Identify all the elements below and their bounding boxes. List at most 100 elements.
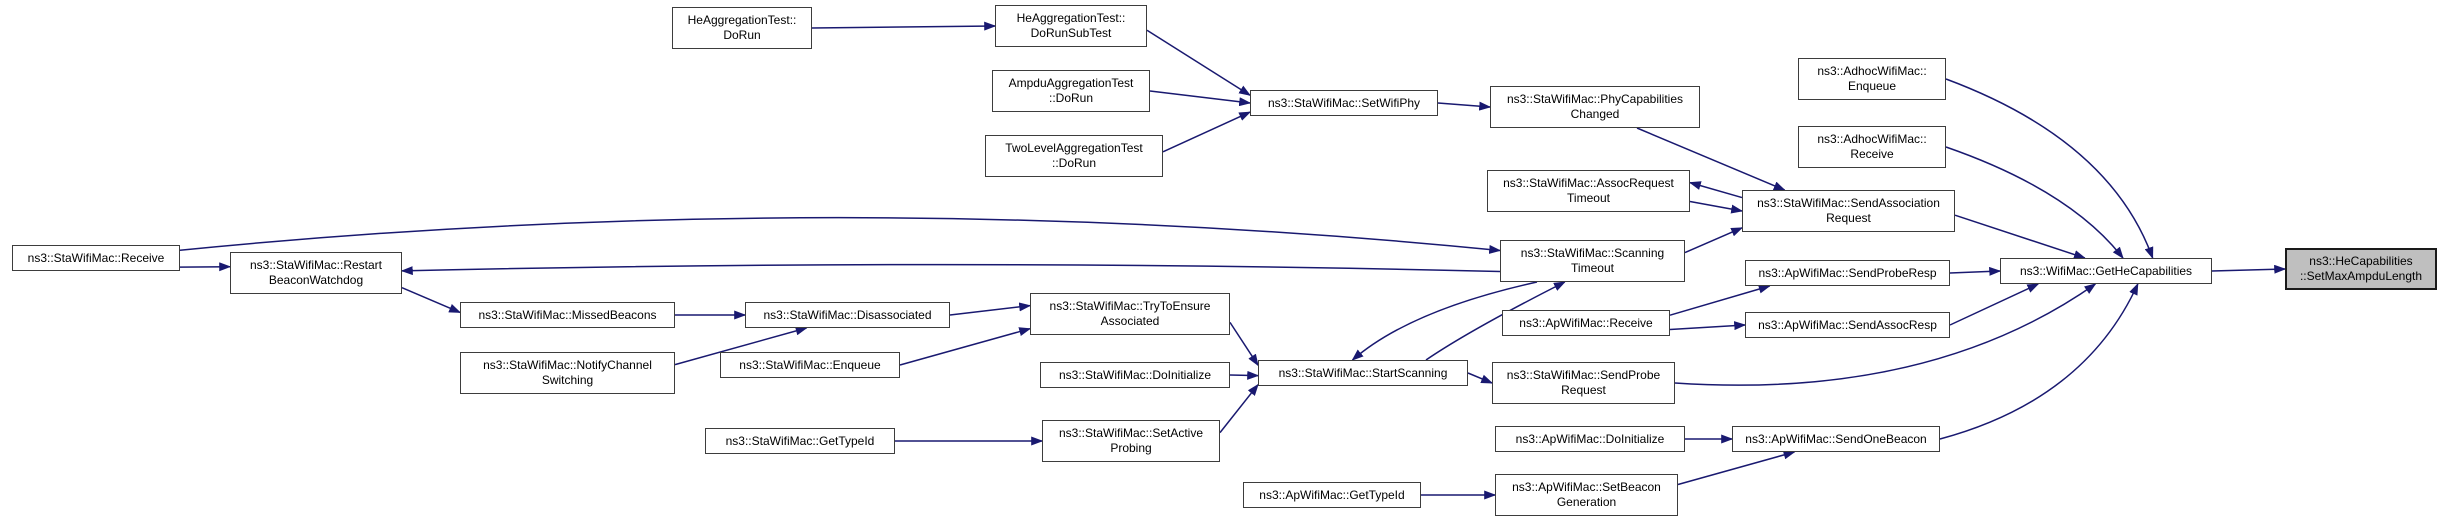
node-label-line: Receive bbox=[1850, 147, 1894, 161]
edge-startscanning--sendprobereq bbox=[1467, 372, 1494, 384]
node-label-line: ns3::StaWifiMac::StartScanning bbox=[1278, 365, 1448, 380]
edge-sendonebeacon--gethecaps bbox=[1939, 282, 2139, 440]
edge-sta-receive--scantimeout bbox=[179, 216, 1502, 254]
node-label-line: ns3::StaWifiMac::SetActive bbox=[1058, 426, 1204, 440]
node-label-line: Timeout bbox=[1571, 261, 1614, 275]
node-label-line: ns3::ApWifiMac::SetBeacon bbox=[1512, 480, 1661, 494]
node-sta-doinit[interactable]: ns3::StaWifiMac::DoInitialize bbox=[1040, 362, 1230, 388]
node-startscanning[interactable]: ns3::StaWifiMac::StartScanning bbox=[1258, 360, 1468, 386]
node-label-line: ns3::StaWifiMac::AssocRequest bbox=[1503, 176, 1674, 190]
node-adhoc-receive[interactable]: ns3::AdhocWifiMac::Receive bbox=[1798, 126, 1946, 168]
node-label-line: ns3::ApWifiMac::SendOneBeacon bbox=[1745, 431, 1927, 446]
node-label-line: ns3::AdhocWifiMac:: bbox=[1817, 132, 1927, 146]
node-sendproberesp[interactable]: ns3::ApWifiMac::SendProbeResp bbox=[1745, 260, 1950, 286]
node-label-line: Switching bbox=[541, 373, 594, 387]
node-label-line: ns3::StaWifiMac::PhyCapabilities bbox=[1506, 92, 1684, 106]
edge-adhoc-enqueue--gethecaps bbox=[1945, 78, 2154, 260]
edge-he-dorunsubtest--setwifiphy bbox=[1146, 29, 1252, 96]
edge-trytoensure--startscanning bbox=[1229, 321, 1259, 367]
node-missed[interactable]: ns3::StaWifiMac::MissedBeacons bbox=[460, 302, 675, 328]
node-label-line: HeAggregationTest:: bbox=[687, 13, 797, 27]
edge-sendassocreq--gethecaps bbox=[1954, 214, 2086, 259]
node-label-line: ::DoRun bbox=[1048, 91, 1094, 105]
node-label-line: ::DoRun bbox=[1051, 156, 1097, 170]
node-label-line: ns3::StaWifiMac::NotifyChannel bbox=[483, 358, 652, 372]
node-label-line: ns3::StaWifiMac::GetTypeId bbox=[725, 433, 875, 448]
edge-scantimeout--restart bbox=[400, 263, 1501, 276]
node-ap-receive[interactable]: ns3::ApWifiMac::Receive bbox=[1502, 310, 1670, 336]
node-label-line: ns3::ApWifiMac::Receive bbox=[1519, 315, 1653, 330]
edge-startscanning--scantimeout bbox=[1425, 281, 1566, 361]
node-setmaxampdu: ns3::HeCapabilities::SetMaxAmpduLength bbox=[2285, 248, 2437, 290]
node-adhoc-enqueue[interactable]: ns3::AdhocWifiMac::Enqueue bbox=[1798, 58, 1946, 100]
node-disassoc[interactable]: ns3::StaWifiMac::Disassociated bbox=[745, 302, 950, 328]
node-he-dorunsubtest[interactable]: HeAggregationTest::DoRunSubTest bbox=[995, 5, 1147, 47]
edge-ampdu-dorun--setwifiphy bbox=[1149, 90, 1252, 107]
node-gethecaps[interactable]: ns3::WifiMac::GetHeCapabilities bbox=[2000, 258, 2212, 284]
node-label-line: ns3::ApWifiMac::GetTypeId bbox=[1259, 487, 1405, 502]
node-setwifiphy[interactable]: ns3::StaWifiMac::SetWifiPhy bbox=[1250, 90, 1438, 116]
edge-ap-receive--sendproberesp bbox=[1669, 284, 1771, 316]
node-label-line: BeaconWatchdog bbox=[268, 273, 364, 287]
node-label-line: Request bbox=[1826, 211, 1871, 225]
node-label-line: ns3::StaWifiMac::DoInitialize bbox=[1058, 367, 1212, 382]
node-label-line: DoRunSubTest bbox=[1030, 26, 1112, 40]
node-label-line: TwoLevelAggregationTest bbox=[1005, 141, 1143, 155]
node-twolevel-dorun[interactable]: TwoLevelAggregationTest::DoRun bbox=[985, 135, 1163, 177]
node-label-line: ns3::StaWifiMac::SendAssociation bbox=[1757, 196, 1940, 210]
node-label-line: ns3::StaWifiMac::SendProbe bbox=[1506, 368, 1661, 382]
node-label-line: Request bbox=[1561, 383, 1606, 397]
node-label-line: ns3::StaWifiMac::Enqueue bbox=[739, 357, 881, 372]
node-label-line: Probing bbox=[1110, 441, 1152, 455]
node-label-line: Associated bbox=[1100, 314, 1160, 328]
node-label-line: ns3::StaWifiMac::Receive bbox=[27, 250, 165, 265]
node-label-line: ns3::StaWifiMac::Disassociated bbox=[763, 307, 932, 322]
node-label-line: ns3::HeCapabilities bbox=[2309, 254, 2413, 268]
edge-setactive--startscanning bbox=[1219, 383, 1259, 434]
node-label-line: HeAggregationTest:: bbox=[1016, 11, 1126, 25]
node-sendonebeacon[interactable]: ns3::ApWifiMac::SendOneBeacon bbox=[1732, 426, 1940, 452]
edge-restart--missed bbox=[401, 287, 462, 314]
edge-sta-doinit--startscanning bbox=[1229, 370, 1260, 380]
node-label-line: ns3::WifiMac::GetHeCapabilities bbox=[2019, 263, 2193, 278]
node-ap-gettypeid[interactable]: ns3::ApWifiMac::GetTypeId bbox=[1243, 482, 1421, 508]
node-sta-gettypeid[interactable]: ns3::StaWifiMac::GetTypeId bbox=[705, 428, 895, 454]
node-sendassocresp[interactable]: ns3::ApWifiMac::SendAssocResp bbox=[1745, 312, 1950, 338]
edge-sta-enqueue--trytoensure bbox=[899, 327, 1032, 366]
edge-phycaps--sendassocreq bbox=[1636, 127, 1786, 191]
edge-gethecaps--setmaxampdu bbox=[2211, 264, 2287, 274]
node-label-line: ns3::StaWifiMac::SetWifiPhy bbox=[1267, 95, 1421, 110]
node-label-line: ns3::ApWifiMac::SendAssocResp bbox=[1758, 317, 1937, 332]
node-sta-enqueue[interactable]: ns3::StaWifiMac::Enqueue bbox=[720, 352, 900, 378]
node-sta-receive[interactable]: ns3::StaWifiMac::Receive bbox=[12, 245, 180, 271]
node-ampdu-dorun[interactable]: AmpduAggregationTest::DoRun bbox=[992, 70, 1150, 112]
edge-notifych--disassoc bbox=[674, 326, 808, 366]
node-label-line: ns3::StaWifiMac::Restart bbox=[249, 258, 383, 272]
edge-setbeacongen--sendonebeacon bbox=[1677, 450, 1796, 486]
node-label-line: Generation bbox=[1556, 495, 1617, 509]
edge-sendprobereq--gethecaps bbox=[1674, 283, 2097, 386]
node-label-line: DoRun bbox=[723, 28, 761, 42]
edge-adhoc-receive--gethecaps bbox=[1945, 146, 2124, 259]
node-label-line: ns3::ApWifiMac::SendProbeResp bbox=[1758, 265, 1937, 280]
edge-scantimeout--sendassocreq bbox=[1684, 227, 1744, 254]
edge-sendassocreq--assocreq bbox=[1688, 181, 1743, 199]
node-label-line: Enqueue bbox=[1847, 79, 1897, 93]
node-ap-doinit[interactable]: ns3::ApWifiMac::DoInitialize bbox=[1495, 426, 1685, 452]
node-label-line: ns3::StaWifiMac::MissedBeacons bbox=[478, 307, 657, 322]
edge-sendproberesp--gethecaps bbox=[1949, 266, 2002, 276]
edge-ap-receive--sendassocresp bbox=[1669, 321, 1747, 331]
node-he-dorun[interactable]: HeAggregationTest::DoRun bbox=[672, 7, 812, 49]
